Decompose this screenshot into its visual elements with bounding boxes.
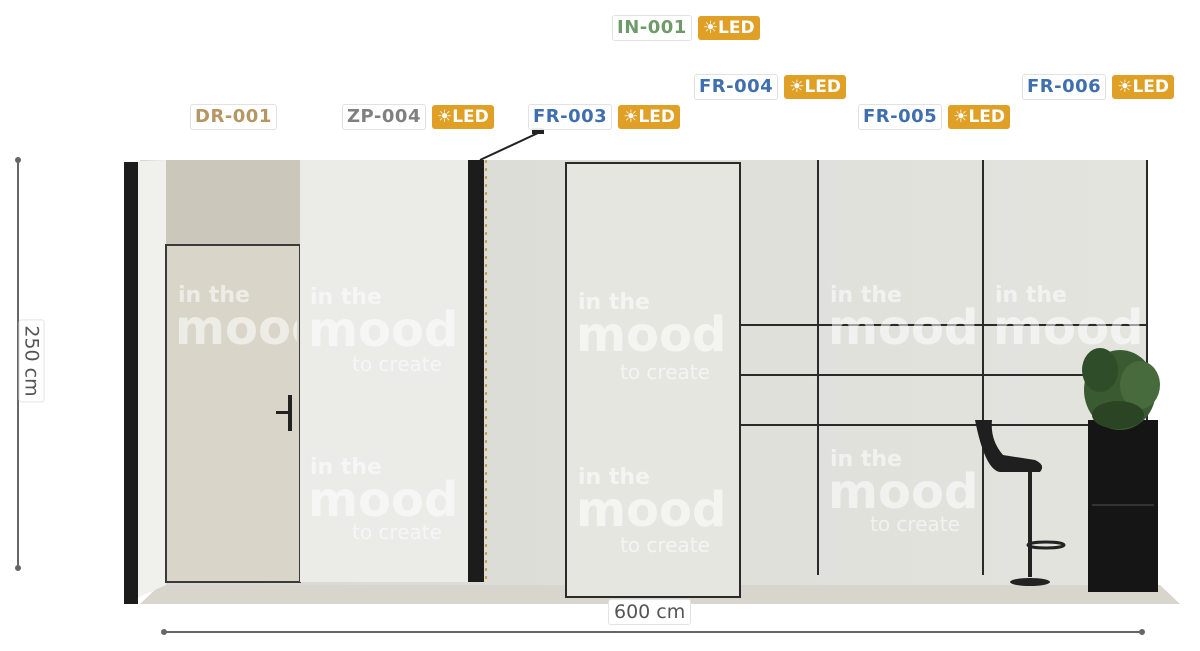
led-badge: ☀LED: [697, 16, 760, 40]
left-profile: [124, 162, 138, 604]
label-code: FR-006: [1022, 74, 1107, 100]
height-dimension-label: 250 cm: [18, 319, 45, 403]
door-top-panel: [166, 160, 300, 245]
led-badge: ☀LED: [618, 105, 680, 129]
label-code: FR-004: [694, 74, 779, 100]
label-fr004: FR-004 ☀LED: [694, 74, 846, 100]
spot-lamp: [479, 132, 539, 161]
label-fr003: FR-003 ☀LED: [528, 104, 680, 130]
bar-stool: [975, 420, 1066, 586]
label-code: FR-003: [528, 104, 613, 130]
plant-cabinet: [1082, 348, 1160, 592]
label-code: DR-001: [190, 104, 277, 130]
width-dimension-label: 600 cm: [608, 599, 692, 625]
led-badge: ☀LED: [948, 105, 1010, 129]
label-code: ZP-004: [342, 104, 426, 130]
led-badge: ☀LED: [431, 105, 494, 129]
label-code: IN-001: [612, 15, 692, 41]
label-fr005: FR-005 ☀LED: [858, 104, 1010, 130]
label-code: FR-005: [858, 104, 943, 130]
wall-frame-grid: [740, 160, 1148, 575]
label-in001: IN-001 ☀LED: [612, 15, 760, 41]
label-dr001: DR-001: [190, 104, 277, 130]
label-zp004: ZP-004 ☀LED: [342, 104, 494, 130]
panel-zp004: [300, 160, 468, 582]
led-badge: ☀LED: [1112, 75, 1174, 99]
label-fr006: FR-006 ☀LED: [1022, 74, 1174, 100]
post-profile: [468, 160, 484, 582]
panel-fr003: [565, 162, 741, 598]
led-badge: ☀LED: [784, 75, 846, 99]
